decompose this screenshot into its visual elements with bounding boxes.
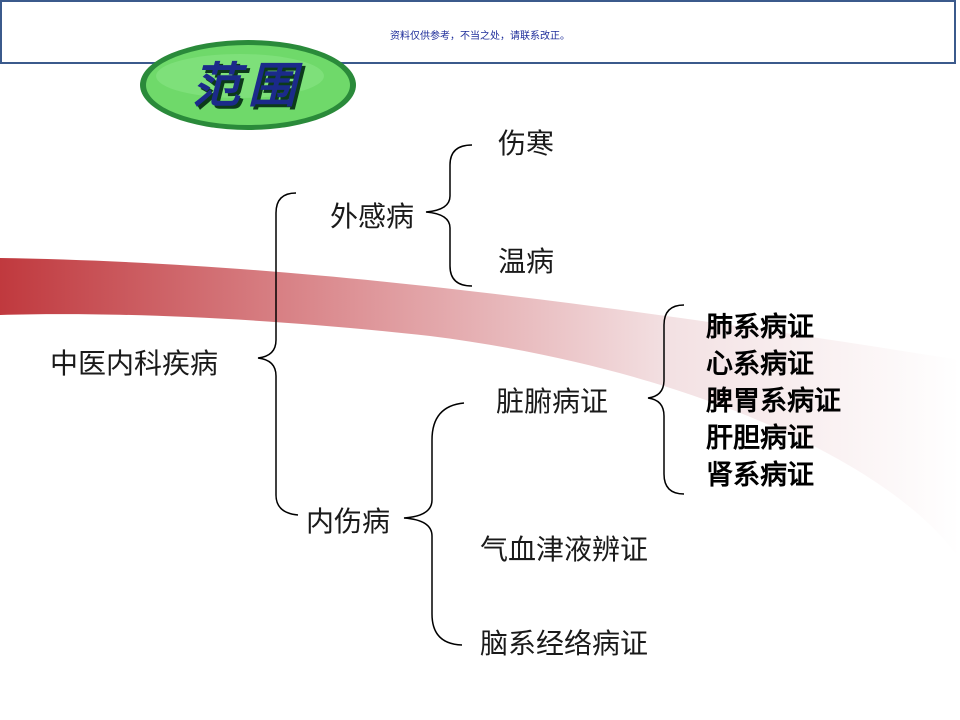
node-wenbing: 温病 bbox=[498, 245, 555, 278]
header-note: 资料仅供参考，不当之处，请联系改正。 bbox=[390, 31, 570, 42]
root-node: 中医内科疾病 bbox=[50, 347, 219, 380]
node-qixue: 气血津液辨证 bbox=[480, 533, 649, 566]
root-bracket bbox=[257, 192, 299, 516]
leaf-shen: 肾系病证 bbox=[706, 460, 814, 491]
leaf-piwei: 脾胃系病证 bbox=[706, 386, 841, 417]
branch-neishang: 内伤病 bbox=[306, 505, 391, 538]
node-zangfu: 脏腑病证 bbox=[496, 385, 609, 418]
node-naoxi: 脑系经络病证 bbox=[480, 627, 649, 660]
waigan-bracket bbox=[425, 144, 473, 287]
badge-title: 范围 bbox=[191, 58, 304, 114]
leaf-fei: 肺系病证 bbox=[706, 312, 814, 343]
leaf-xin: 心系病证 bbox=[706, 349, 814, 380]
branch-waigan: 外感病 bbox=[330, 200, 415, 233]
neishang-bracket bbox=[403, 402, 465, 646]
leaf-gandan: 肝胆病证 bbox=[706, 423, 814, 454]
title-badge bbox=[140, 40, 356, 130]
zangfu-bracket bbox=[647, 304, 685, 495]
node-shanghan: 伤寒 bbox=[498, 127, 555, 160]
header-bar: 资料仅供参考，不当之处，请联系改正。 bbox=[0, 0, 956, 64]
